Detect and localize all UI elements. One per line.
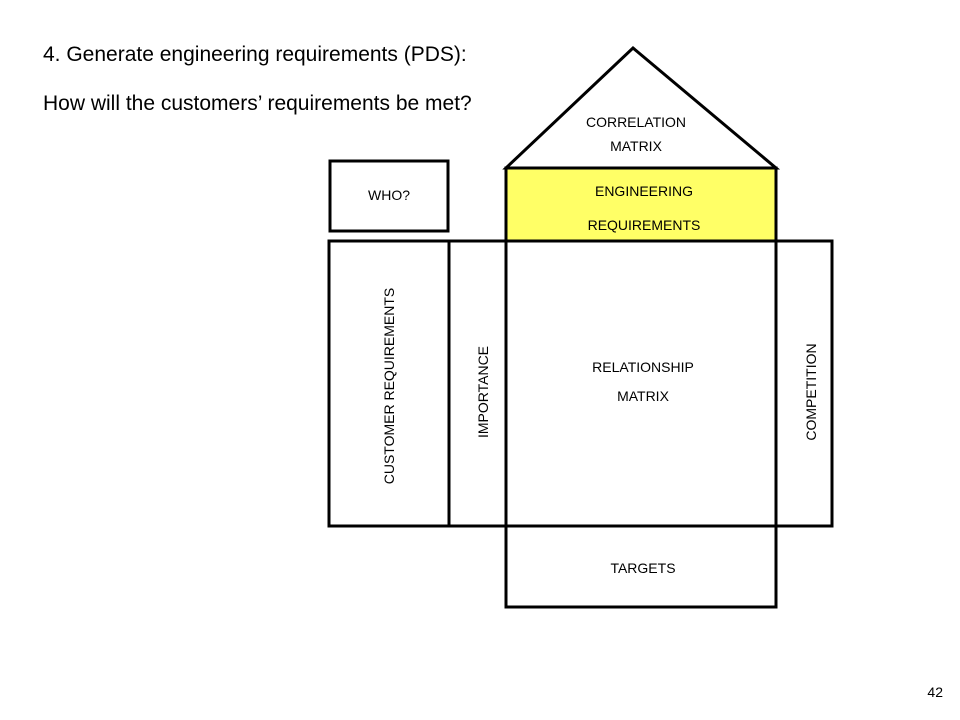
engineering-label-line1: ENGINEERING — [595, 183, 693, 199]
importance-label: IMPORTANCE — [475, 346, 491, 438]
relationship-label-line1: RELATIONSHIP — [592, 359, 694, 375]
page-number: 42 — [927, 684, 943, 700]
customer-requirements-label: CUSTOMER REQUIREMENTS — [381, 288, 397, 485]
engineering-label-line2: REQUIREMENTS — [588, 217, 701, 233]
slide-question: How will the customers’ requirements be … — [43, 92, 472, 115]
correlation-label-line1: CORRELATION — [586, 114, 686, 130]
competition-box — [774, 239, 834, 528]
who-box — [328, 159, 450, 233]
who-label: WHO? — [368, 187, 410, 203]
relationship-matrix-box — [504, 239, 778, 528]
competition-label: COMPETITION — [803, 343, 819, 440]
targets-box — [504, 524, 778, 609]
correlation-label-line2: MATRIX — [610, 138, 663, 154]
relationship-label-line2: MATRIX — [617, 388, 670, 404]
slide-heading: 4. Generate engineering requirements (PD… — [43, 43, 467, 66]
targets-label: TARGETS — [610, 560, 675, 576]
